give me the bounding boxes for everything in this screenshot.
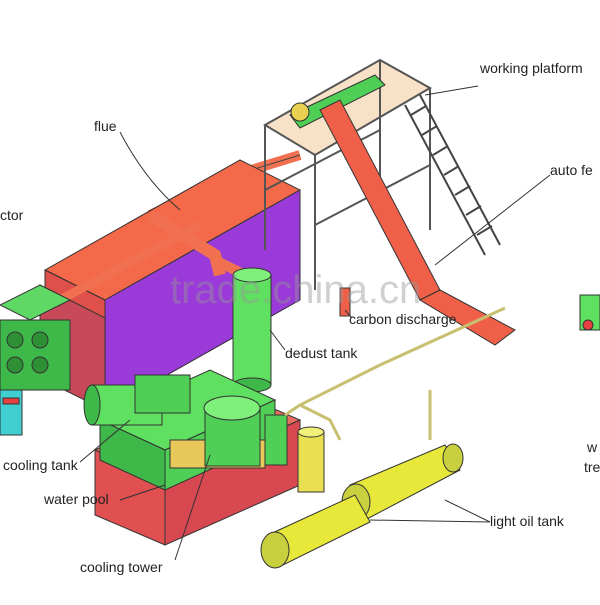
label-right-partial-2: tre: [584, 460, 600, 474]
label-dedust-tank: dedust tank: [285, 346, 357, 360]
label-flue: flue: [94, 119, 117, 133]
cooling-tower: [204, 396, 260, 466]
label-reactor: ctor: [0, 208, 23, 222]
label-cooling-tank: cooling tank: [3, 458, 78, 472]
label-auto-feeder: auto fe: [550, 163, 593, 177]
label-working-platform: working platform: [480, 61, 583, 75]
ladder: [405, 95, 500, 255]
control-box: [0, 390, 22, 435]
watermark: trade.china.cn: [170, 268, 421, 313]
label-right-partial-1: w: [587, 440, 597, 454]
label-light-oil-tank: light oil tank: [490, 514, 564, 528]
right-partial-equipment: [580, 295, 600, 330]
left-heat-exchanger: [0, 285, 70, 390]
label-cooling-tower: cooling tower: [80, 560, 163, 574]
label-carbon-discharge: carbon discharge: [349, 312, 456, 326]
label-water-pool: water pool: [44, 492, 109, 506]
